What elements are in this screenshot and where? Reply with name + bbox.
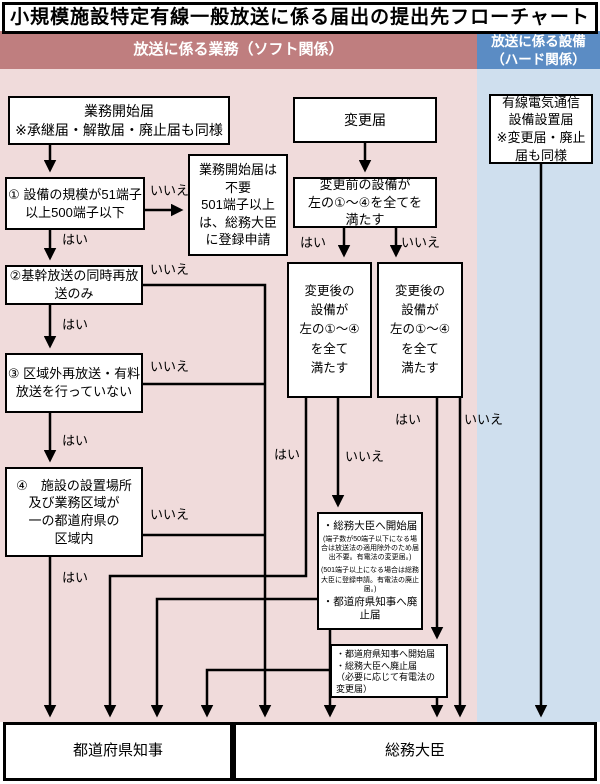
minister-start-note1: (端子数が50端子以下になる場合は放送法の適用除外のため届出不要。有電法の変更届…: [321, 536, 419, 562]
box-after-change-left: 変更後の 設備が 左の①～④ を全て 満たす: [287, 262, 372, 398]
arrow-q2-no: [143, 283, 272, 718]
arrow-afterleft-yes: [103, 398, 308, 718]
label-before-no: いいえ: [401, 235, 441, 250]
box-start-notice: 業務開始届 ※承継届・解散届・廃止届も同様: [8, 96, 230, 145]
label-q4-no: いいえ: [150, 507, 190, 522]
box-change-notice: 変更届: [293, 97, 437, 143]
page-title: 小規模施設特定有線一般放送に係る届出の提出先フローチャート: [2, 2, 598, 34]
destination-minister: 総務大臣: [233, 722, 597, 781]
box-q1-scale: ① 設備の規模が51端子以上500端子以下: [5, 177, 145, 230]
minister-start-line2: ・都道府県知事へ廃止届: [322, 595, 418, 621]
box-q4-single-prefecture: ④ 施設の設置場所 及び業務区域が 一の都道府県の 区域内: [5, 467, 143, 557]
arrow-governor-box-left: [200, 668, 330, 718]
label-q3-yes: はい: [62, 433, 89, 448]
band-soft-header: 放送に係る業務（ソフト関係）: [0, 31, 477, 69]
box-before-change: 変更前の設備が 左の①～④を全てを 満たす: [293, 177, 437, 228]
box-wired-telecom-notice: 有線電気通信 設備設置届 ※変更届・廃止 届も同様: [489, 94, 593, 164]
box-q3-out-of-area: ③ 区域外再放送・有料放送を行っていない: [5, 353, 143, 413]
label-q4-yes: はい: [62, 570, 89, 585]
destination-prefectural-governor: 都道府県知事: [3, 722, 233, 781]
box-after-change-right: 変更後の 設備が 左の①～④ を全て 満たす: [377, 262, 463, 398]
label-q2-yes: はい: [62, 317, 89, 332]
label-afterleft-yes: はい: [274, 447, 301, 462]
box-governor-start-notice: ・都道府県知事へ開始届 ・総務大臣へ廃止届 （必要に応じて有電法の変更届）: [330, 644, 448, 698]
label-afterright-yes: はい: [395, 412, 422, 427]
label-q1-yes: はい: [62, 232, 89, 247]
label-afterleft-no: いいえ: [345, 449, 385, 464]
hard-background-area: [477, 69, 600, 722]
label-afterright-no: いいえ: [464, 412, 504, 427]
label-q2-no: いいえ: [150, 262, 190, 277]
label-before-yes: はい: [300, 235, 327, 250]
label-q1-no: いいえ: [150, 183, 190, 198]
box-no-notice-needed: 業務開始届は 不要 501端子以上 は、総務大臣 に登録申請: [188, 154, 288, 256]
box-q2-simul-rebroadcast: ②基幹放送の同時再放送のみ: [5, 265, 143, 305]
arrow-minister-box-left: [150, 597, 317, 718]
minister-start-note2: (501端子以上になる場合は総務大臣に登録申請。有電法の廃止届。): [321, 567, 420, 593]
band-hard-header: 放送に係る設備 （ハード関係）: [477, 31, 600, 69]
box-minister-start-notice: ・総務大臣へ開始届 (端子数が50端子以下になる場合は放送法の適用除外のため届出…: [317, 512, 423, 630]
label-q3-no: いいえ: [150, 359, 190, 374]
minister-start-line1: ・総務大臣へ開始届: [322, 520, 418, 533]
